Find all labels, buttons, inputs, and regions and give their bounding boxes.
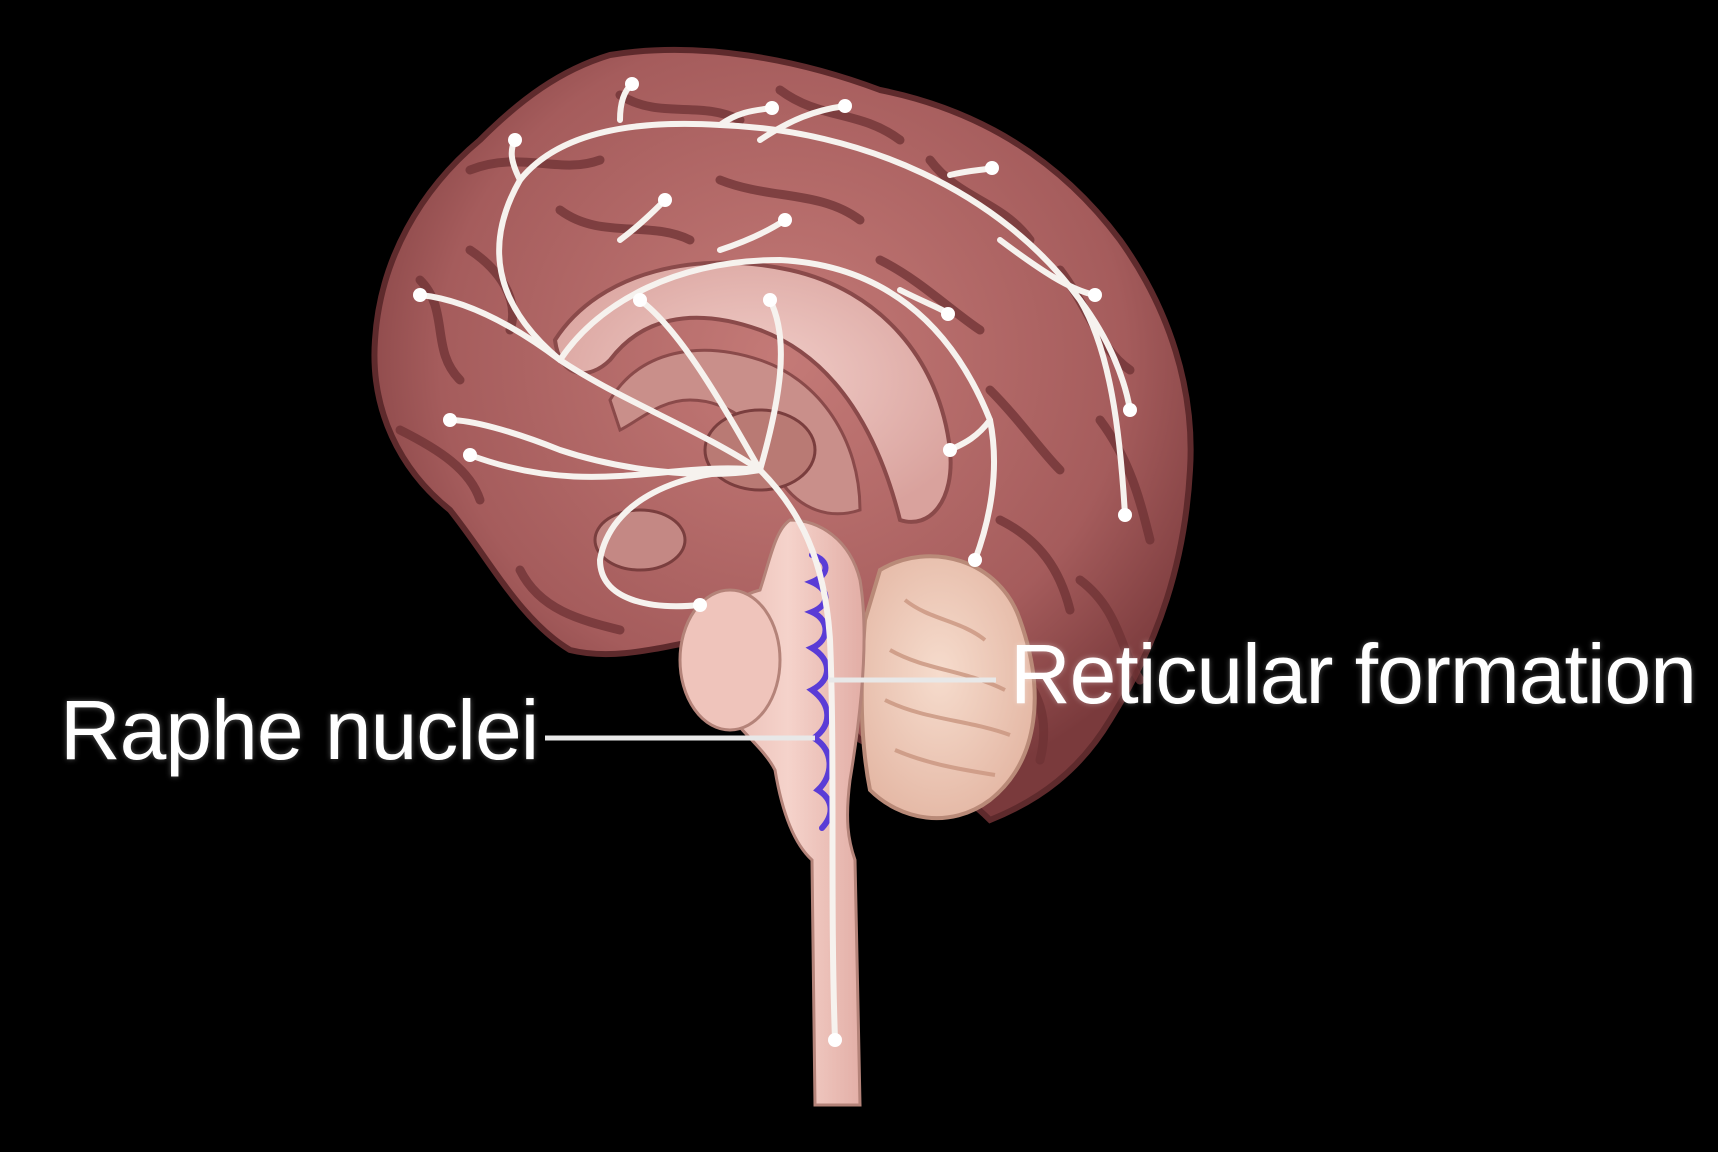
pathway-terminals	[413, 77, 1137, 1047]
raphe-nuclei-label: Raphe nuclei	[60, 683, 539, 777]
reticular-formation-label: Reticular formation	[1010, 627, 1697, 721]
cerebellum	[859, 554, 1037, 821]
raphe-nuclei-highlight	[804, 552, 834, 831]
projection-pathways	[417, 81, 1133, 1043]
